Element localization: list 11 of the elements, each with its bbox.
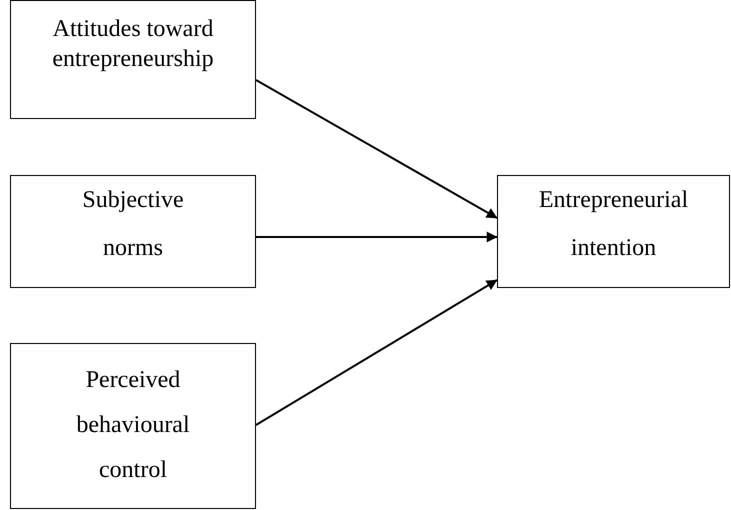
box-label: Entrepreneurial intention	[538, 186, 690, 263]
concept-box	[10, 343, 256, 509]
concept-box	[10, 0, 256, 119]
concept-box	[497, 175, 730, 288]
box-label: Perceived behavioural control	[75, 366, 191, 485]
box-label: Attitudes toward entrepreneurship	[51, 15, 215, 74]
arrow	[256, 232, 498, 242]
box-label: Subjective norms	[81, 186, 185, 263]
arrow	[255, 279, 498, 426]
arrow	[256, 79, 498, 219]
concept-box	[10, 175, 256, 288]
